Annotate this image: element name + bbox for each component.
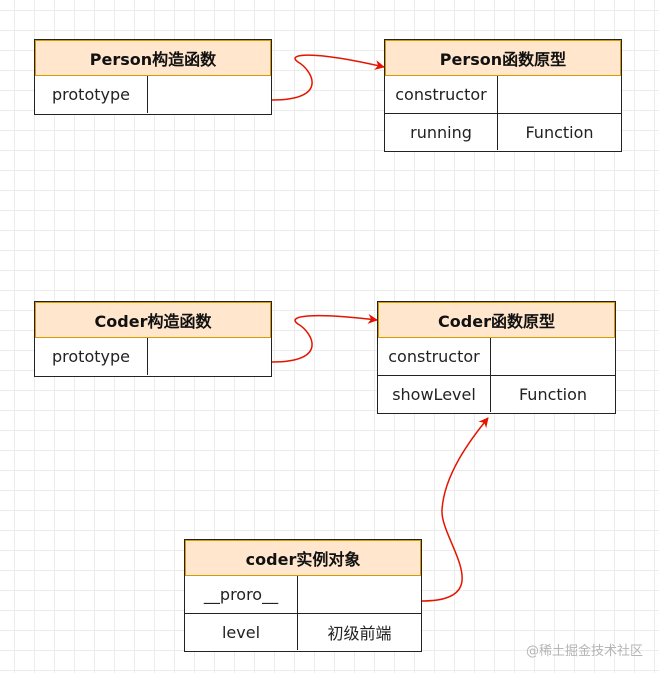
- table-row: level 初级前端: [185, 613, 421, 650]
- person-prototype-box: Person函数原型 constructor running Function: [384, 39, 622, 152]
- field-value: 初级前端: [327, 624, 392, 643]
- field-name: prototype: [35, 338, 148, 375]
- coder-instance-box: coder实例对象 __proro__ level 初级前端: [184, 539, 422, 652]
- field-name: constructor: [378, 338, 491, 375]
- table-row: prototype: [35, 76, 271, 113]
- person-constructor-box: Person构造函数 prototype: [34, 39, 272, 115]
- field-value: Function: [525, 122, 594, 142]
- box-title: coder实例对象: [185, 540, 421, 576]
- coder-constructor-box: Coder构造函数 prototype: [34, 301, 272, 377]
- field-value: Function: [518, 384, 588, 404]
- table-row: running Function: [385, 113, 621, 150]
- field-name: level: [185, 614, 298, 650]
- arrow-coder-prototype-link: [271, 313, 378, 363]
- field-name: showLevel: [378, 376, 491, 412]
- field-value: [148, 338, 271, 375]
- table-row: __proro__: [185, 576, 421, 613]
- arrow-instance-proto-link: [421, 417, 489, 602]
- field-name: __proro__: [185, 576, 298, 613]
- table-row: showLevel Function: [378, 375, 615, 412]
- field-name: constructor: [385, 76, 498, 113]
- box-title: Person函数原型: [385, 40, 621, 76]
- box-title: Coder函数原型: [378, 302, 615, 338]
- field-value: [148, 76, 271, 113]
- box-title: Coder构造函数: [35, 302, 271, 338]
- table-row: constructor: [385, 76, 621, 113]
- arrow-person-prototype-link: [271, 54, 385, 101]
- table-row: prototype: [35, 338, 271, 375]
- field-value: [498, 76, 621, 113]
- box-title: Person构造函数: [35, 40, 271, 76]
- watermark-text: @稀土掘金技术社区: [525, 644, 643, 659]
- field-value: [298, 576, 421, 613]
- coder-prototype-box: Coder函数原型 constructor showLevel Function: [377, 301, 616, 414]
- field-name: running: [385, 114, 498, 150]
- table-row: constructor: [378, 338, 615, 375]
- field-value: [491, 338, 615, 375]
- field-name: prototype: [35, 76, 148, 113]
